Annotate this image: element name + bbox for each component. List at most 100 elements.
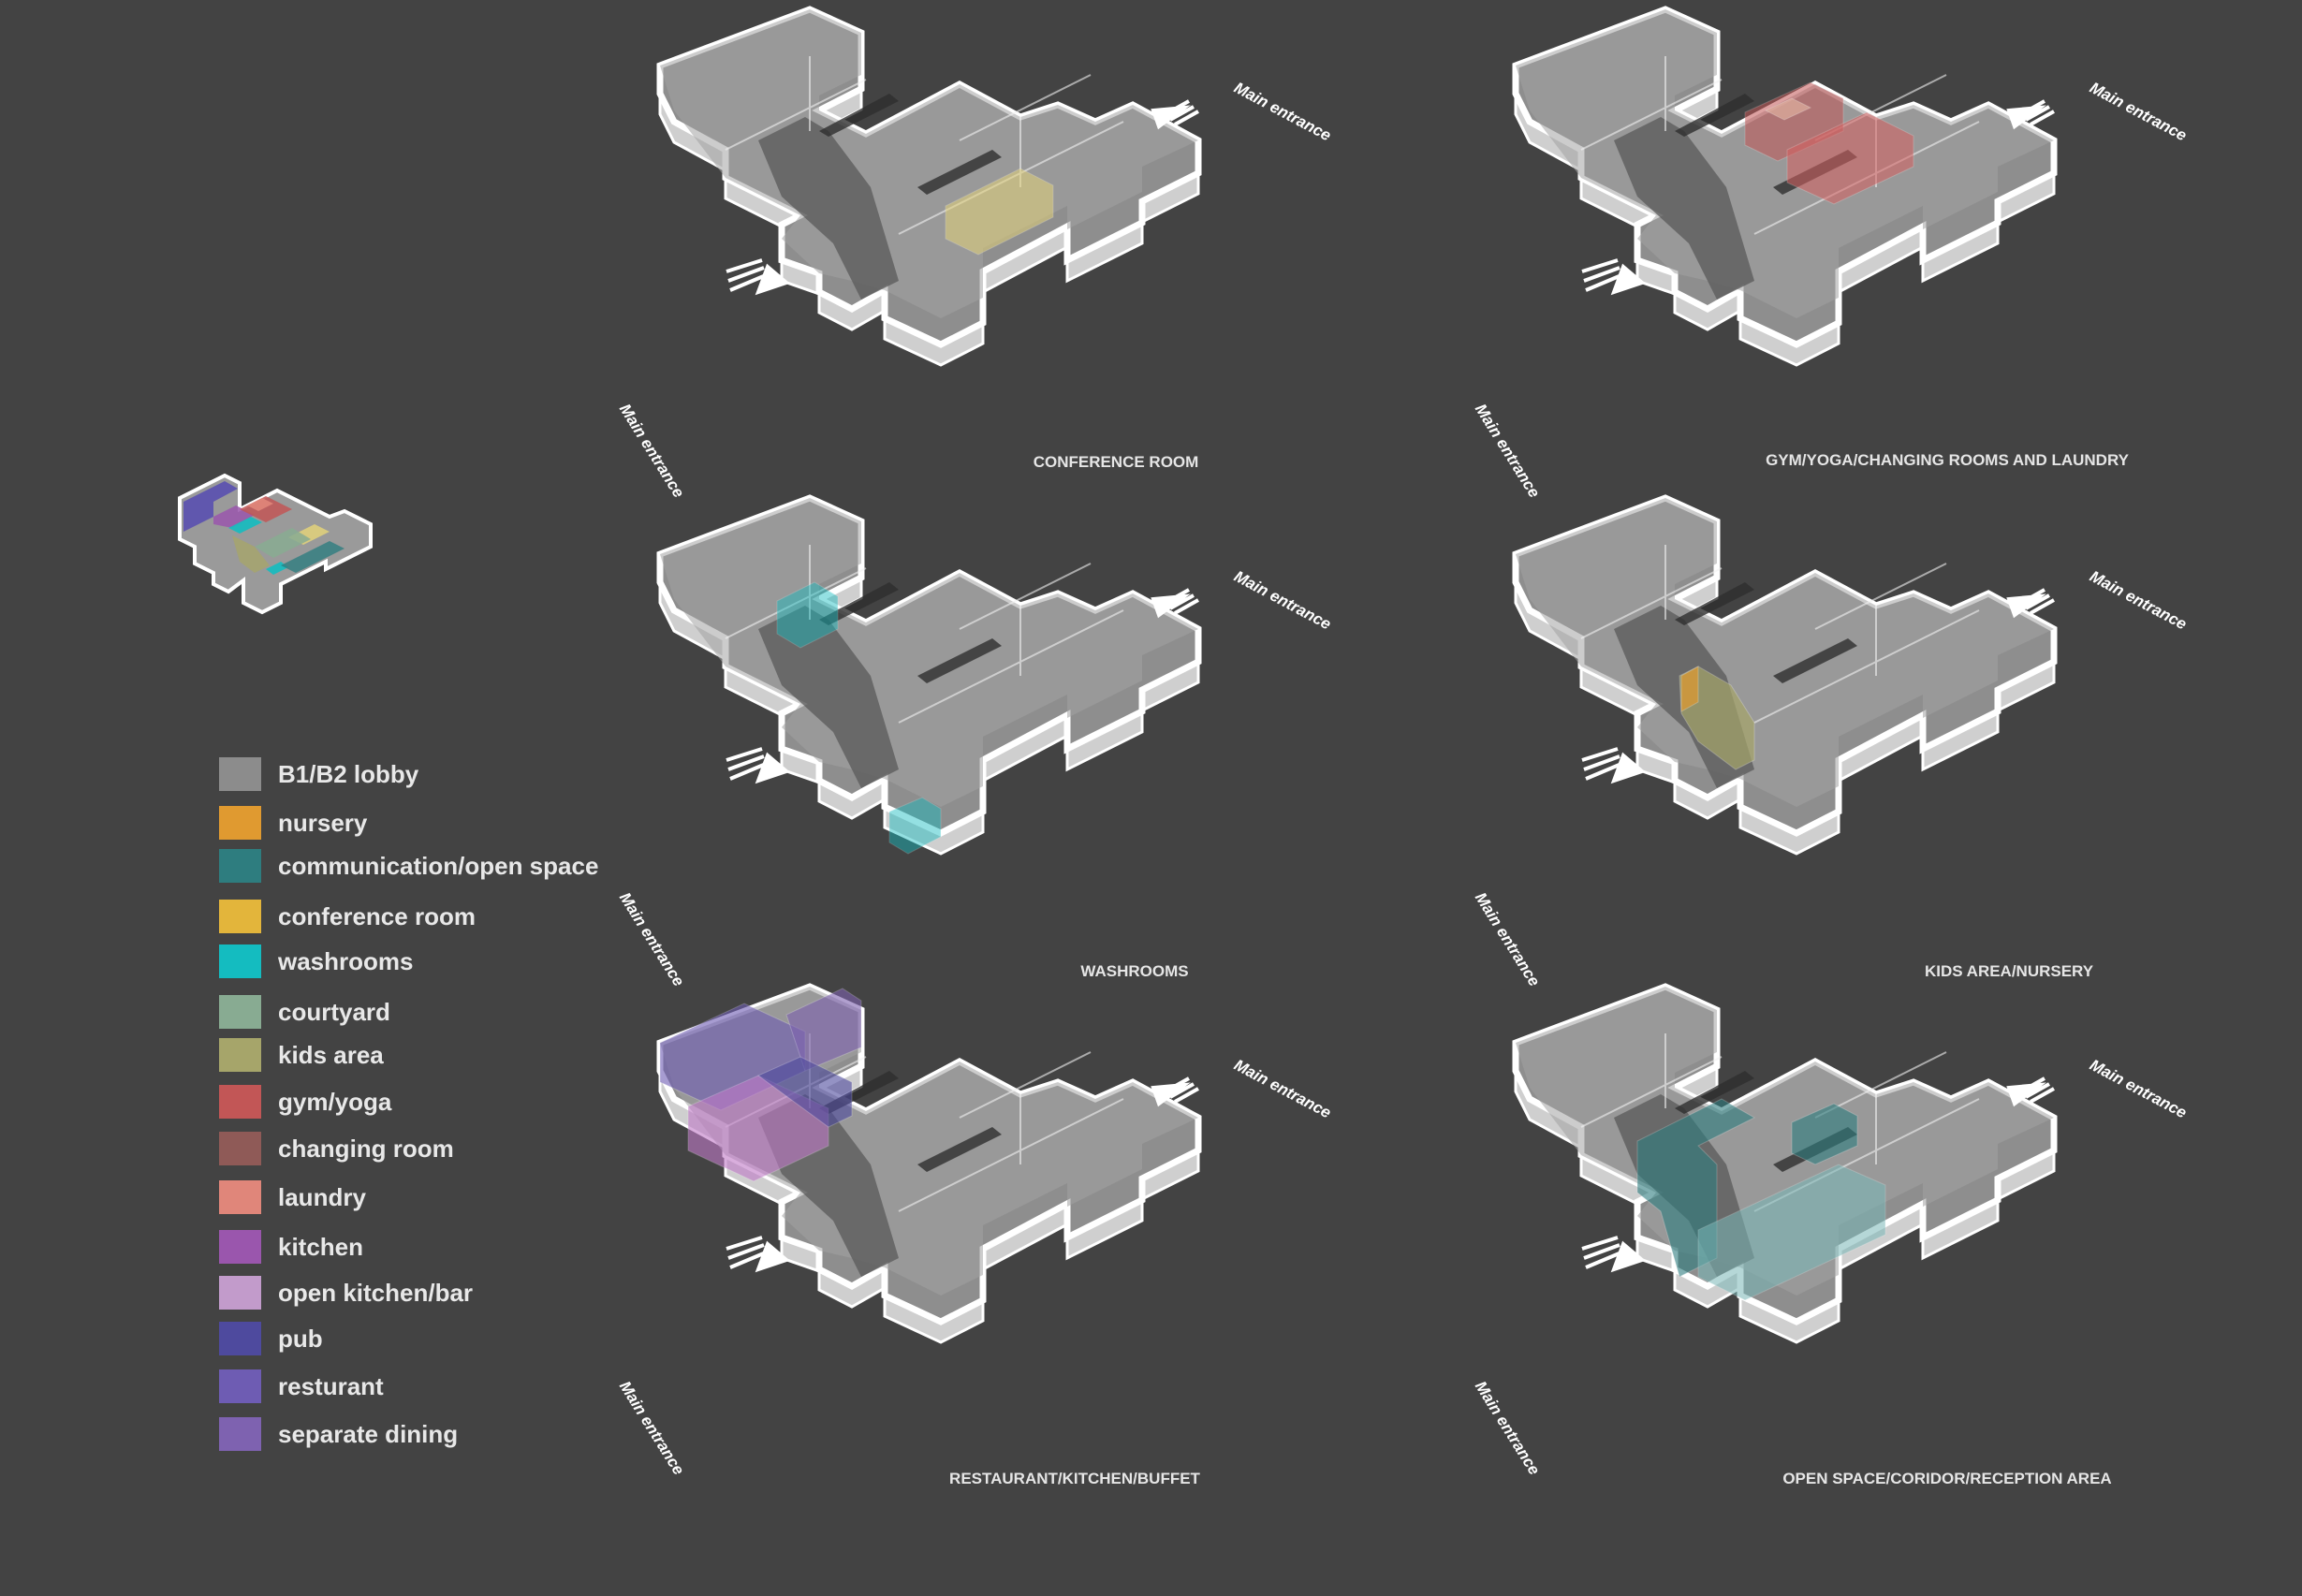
zone-overlay bbox=[1764, 97, 1812, 121]
legend-item: resturant bbox=[219, 1369, 384, 1404]
entrance-arrow-icon bbox=[1581, 747, 1646, 784]
zone-overlay bbox=[776, 581, 839, 649]
legend-item: B1/B2 lobby bbox=[219, 756, 418, 792]
interior-void bbox=[1773, 638, 1857, 683]
entrance-arrow-icon bbox=[1151, 1076, 1199, 1107]
entrance-arrow-icon bbox=[1151, 99, 1199, 130]
entrance-arrow-icon bbox=[1581, 258, 1646, 296]
legend-swatch bbox=[219, 1132, 261, 1165]
legend-item: courtyard bbox=[219, 994, 390, 1030]
zone-overlay bbox=[945, 168, 1054, 256]
legend-label: open kitchen/bar bbox=[278, 1278, 474, 1307]
panel-washrooms: Main entrance Main entrance WASHROOMS bbox=[616, 489, 1348, 989]
legend-label: laundry bbox=[278, 1182, 366, 1211]
legend-swatch bbox=[219, 1417, 261, 1451]
interior-void bbox=[819, 582, 899, 625]
zone-overlay bbox=[1697, 1164, 1886, 1301]
legend-item: gym/yoga bbox=[219, 1084, 391, 1120]
legend-item: nursery bbox=[219, 805, 367, 841]
panel-caption: GYM/YOGA/CHANGING ROOMS AND LAUNDRY bbox=[1766, 451, 2129, 469]
legend-swatch bbox=[219, 1085, 261, 1119]
legend-swatch bbox=[219, 944, 261, 978]
legend-label: washrooms bbox=[278, 946, 414, 975]
legend-item: kitchen bbox=[219, 1229, 363, 1265]
legend-swatch bbox=[219, 849, 261, 883]
legend-swatch bbox=[219, 995, 261, 1029]
panel-conference-room: Main entrance Main entrance CONFERENCE R… bbox=[616, 0, 1348, 501]
legend-label: B1/B2 lobby bbox=[278, 759, 419, 788]
panel-kids-area: Main entrance Main entrance KIDS AREA/NU… bbox=[1472, 489, 2204, 989]
interior-shadow bbox=[1614, 117, 1754, 300]
legend-swatch bbox=[219, 1230, 261, 1264]
legend-item: laundry bbox=[219, 1179, 366, 1215]
panel-caption: RESTAURANT/KITCHEN/BUFFET bbox=[949, 1470, 1200, 1487]
interior-void bbox=[917, 638, 1002, 683]
legend-label: conference room bbox=[278, 901, 476, 930]
legend-label: courtyard bbox=[278, 997, 390, 1026]
legend-item: washrooms bbox=[219, 944, 414, 979]
building-plan bbox=[1512, 494, 2058, 856]
zone-overlay bbox=[1636, 1098, 1756, 1278]
legend-item: communication/open space bbox=[219, 848, 598, 884]
legend-item: open kitchen/bar bbox=[219, 1275, 473, 1310]
legend-swatch bbox=[219, 1369, 261, 1403]
legend-item: kids area bbox=[219, 1037, 384, 1073]
entrance-arrow-icon bbox=[2006, 99, 2055, 130]
legend-label: changing room bbox=[278, 1134, 454, 1163]
entrance-arrow-icon bbox=[726, 258, 790, 296]
zone-overlay bbox=[757, 1056, 853, 1128]
building-plan bbox=[1512, 983, 2058, 1344]
interior-shadow bbox=[758, 117, 899, 300]
overview-model bbox=[169, 468, 468, 702]
partition-lines bbox=[1580, 545, 1980, 724]
entrance-arrow-icon bbox=[2006, 1076, 2055, 1107]
building-floor bbox=[1516, 987, 2054, 1296]
overview-model-graphic bbox=[178, 473, 374, 615]
zone-overlay bbox=[1791, 1103, 1858, 1165]
legend-swatch bbox=[219, 1038, 261, 1072]
legend-swatch bbox=[219, 806, 261, 840]
legend-label: separate dining bbox=[278, 1419, 459, 1448]
legend-swatch bbox=[219, 1322, 261, 1355]
entrance-arrow-icon bbox=[1581, 1236, 1646, 1273]
interior-void bbox=[917, 150, 1002, 195]
legend-label: kitchen bbox=[278, 1232, 364, 1261]
legend-label: kids area bbox=[278, 1040, 384, 1069]
entrance-arrow-icon bbox=[1151, 588, 1199, 619]
building-plan bbox=[656, 6, 1202, 367]
interior-void bbox=[1675, 94, 1754, 137]
partition-lines bbox=[1580, 1033, 1980, 1212]
building-plan bbox=[656, 983, 1202, 1344]
panel-gym-yoga: Main entrance Main entrance GYM/YOGA/CHA… bbox=[1472, 0, 2204, 501]
panel-caption: OPEN SPACE/CORIDOR/RECEPTION AREA bbox=[1782, 1470, 2112, 1487]
legend-swatch bbox=[219, 900, 261, 933]
legend-item: changing room bbox=[219, 1131, 454, 1166]
panel-restaurant: Main entrance Main entrance RESTAURANT/K… bbox=[616, 977, 1348, 1487]
interior-shadow bbox=[758, 606, 899, 788]
zone-overlay bbox=[1786, 111, 1914, 205]
legend-label: pub bbox=[278, 1324, 323, 1353]
panel-caption: CONFERENCE ROOM bbox=[1033, 453, 1199, 471]
legend-item: separate dining bbox=[219, 1416, 458, 1452]
zone-overlay bbox=[888, 797, 942, 855]
building-floor bbox=[1516, 9, 2054, 318]
zone-overlay bbox=[1680, 666, 1699, 712]
panel-caption: KIDS AREA/NURSERY bbox=[1924, 962, 2094, 980]
legend-item: conference room bbox=[219, 899, 476, 934]
panel-open-space: Main entrance Main entrance OPEN SPACE/C… bbox=[1472, 977, 2204, 1487]
legend-swatch bbox=[219, 1180, 261, 1214]
interior-void bbox=[819, 94, 899, 137]
building-plan bbox=[656, 494, 1202, 856]
entrance-arrow-icon bbox=[726, 1236, 790, 1273]
building-plan bbox=[1512, 6, 2058, 367]
building-floor bbox=[660, 9, 1198, 318]
entrance-arrow-icon bbox=[2006, 588, 2055, 619]
legend-label: resturant bbox=[278, 1371, 384, 1400]
partition-lines bbox=[725, 56, 1124, 235]
entrance-arrow-icon bbox=[726, 747, 790, 784]
panel-caption: WASHROOMS bbox=[1080, 962, 1189, 980]
interior-void bbox=[1675, 1071, 1754, 1114]
legend-swatch bbox=[219, 757, 261, 791]
legend-item: pub bbox=[219, 1321, 323, 1356]
